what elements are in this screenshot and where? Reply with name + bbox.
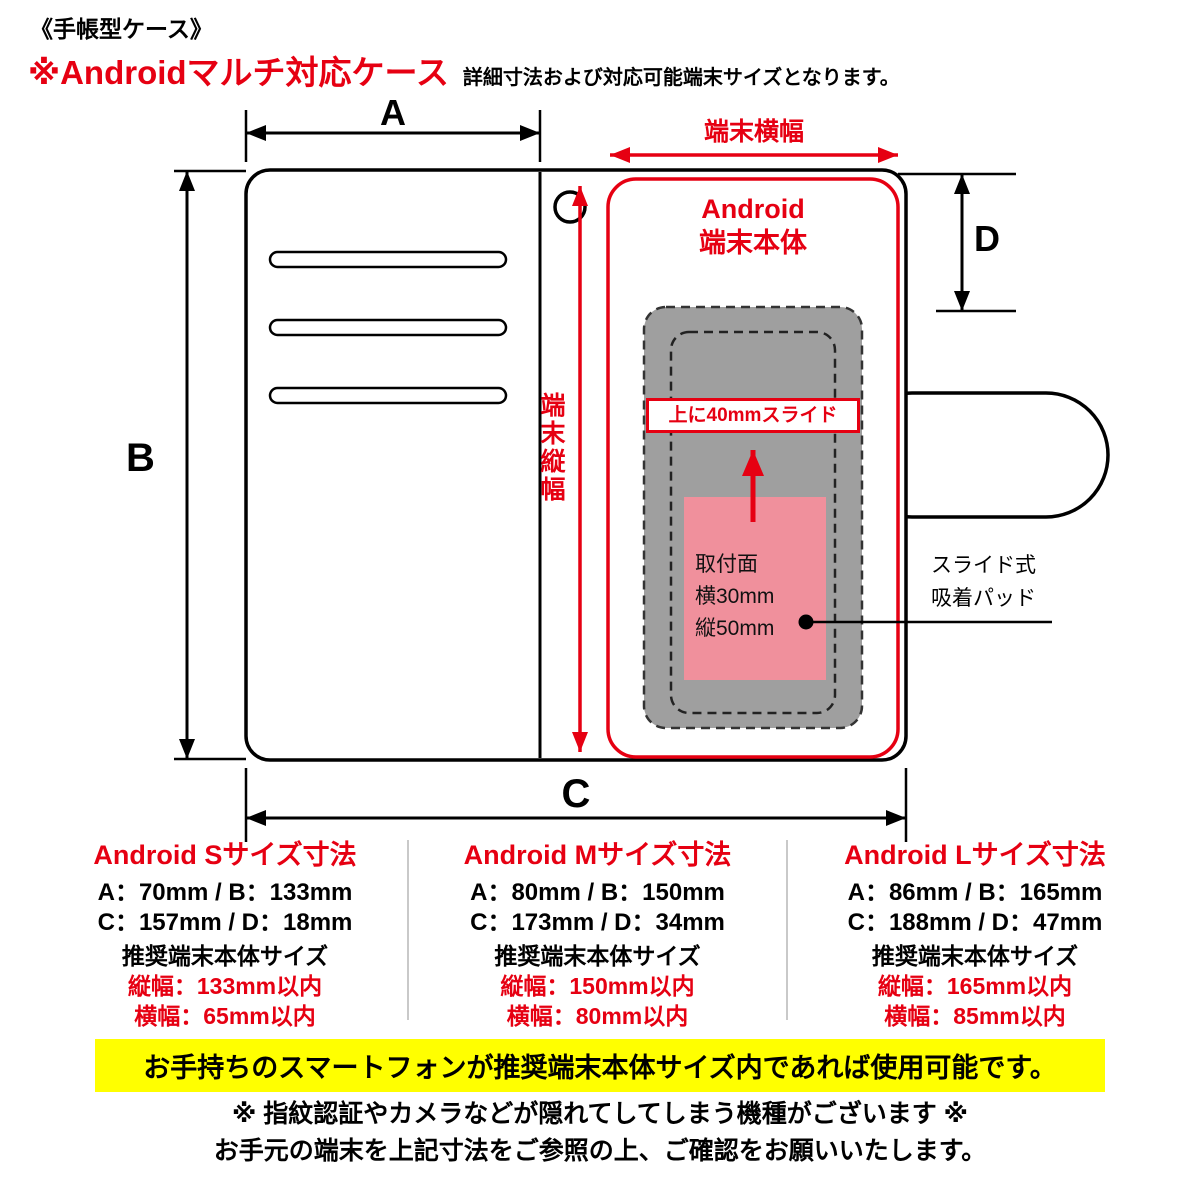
dim-a-label: A xyxy=(380,92,406,133)
size-dims-ab: A：70mm / B：133mm xyxy=(97,879,353,906)
title-row: ※Androidマルチ対応ケース 詳細寸法および対応可能端末サイズとなります。 xyxy=(28,46,900,94)
device-outline xyxy=(606,177,900,759)
case-type-heading: 《手帳型ケース》 xyxy=(30,16,213,42)
height-limit: 縦幅：133mm以内 xyxy=(127,973,323,999)
card-slot xyxy=(268,250,508,269)
device-body-line1: Android xyxy=(701,194,805,224)
slide-pad-label: スライド式 吸着パッド xyxy=(931,549,1036,615)
width-limit: 横幅：65mm以内 xyxy=(134,1003,316,1029)
usable-banner: お手持ちのスマートフォンが推奨端末本体サイズ内であれば使用可能です。 xyxy=(95,1039,1105,1092)
slide-note-box: 上に40mmスライド xyxy=(646,398,860,433)
pad-surface-line1: 取付面 xyxy=(695,553,758,576)
col-divider xyxy=(786,840,788,1020)
page-title: ※Androidマルチ対応ケース xyxy=(28,54,449,91)
device-width-label: 端末横幅 xyxy=(703,118,804,146)
device-body-line2: 端末本体 xyxy=(699,228,807,258)
size-dims-cd: C：157mm / D：18mm xyxy=(97,909,353,936)
recommend-title: 推奨端末本体サイズ xyxy=(494,943,701,969)
pad-surface-line3: 縦50mm xyxy=(695,617,775,640)
size-dims-ab: A：86mm / B：165mm xyxy=(847,879,1103,906)
suction-pad xyxy=(684,497,826,680)
device-body-label: Android 端末本体 xyxy=(608,192,898,260)
dim-c-label: C xyxy=(561,772,591,816)
size-title: Android Lサイズ寸法 xyxy=(844,840,1106,870)
device-height-label: 端末縦幅 xyxy=(537,392,565,504)
height-limit: 縦幅：150mm以内 xyxy=(500,973,695,999)
size-dims-ab: A：80mm / B：150mm xyxy=(470,879,725,906)
dim-d-label: D xyxy=(974,218,1000,259)
height-limit: 縦幅：165mm以内 xyxy=(877,973,1073,999)
col-divider xyxy=(407,840,409,1020)
card-slot xyxy=(268,318,508,337)
page-subtitle: 詳細寸法および対応可能端末サイズとなります。 xyxy=(462,67,900,89)
size-spec-m: Android Mサイズ寸法 A：80mm / B：150mm C：173mm … xyxy=(415,833,780,1031)
size-dims-cd: C：188mm / D：47mm xyxy=(847,909,1103,936)
dim-b-label: B xyxy=(126,436,155,480)
pad-surface-text: 取付面 横30mm 縦50mm xyxy=(695,549,774,645)
pad-upper-position xyxy=(669,330,837,715)
pad-surface-line2: 横30mm xyxy=(695,585,775,608)
size-spec-s: Android Sサイズ寸法 A：70mm / B：133mm C：157mm … xyxy=(40,833,410,1031)
width-limit: 横幅：85mm以内 xyxy=(884,1003,1066,1029)
size-dims-cd: C：173mm / D：34mm xyxy=(470,909,725,936)
slide-pad-line2: 吸着パッド xyxy=(931,587,1036,610)
slide-pad-line1: スライド式 xyxy=(931,554,1036,577)
size-spec-l: Android Lサイズ寸法 A：86mm / B：165mm C：188mm … xyxy=(790,833,1160,1031)
width-limit: 横幅：80mm以内 xyxy=(506,1003,689,1029)
recommend-title: 推奨端末本体サイズ xyxy=(121,943,329,969)
card-slot xyxy=(268,386,508,405)
footer-note-2: お手元の端末を上記寸法をご参照の上、ご確認をお願いいたします。 xyxy=(213,1137,987,1165)
size-title: Android Sサイズ寸法 xyxy=(93,840,357,870)
recommend-title: 推奨端末本体サイズ xyxy=(871,943,1079,969)
footer-note-1: ※ 指紋認証やカメラなどが隠れてしてしまう機種がございます ※ xyxy=(231,1100,968,1128)
size-title: Android Mサイズ寸法 xyxy=(463,840,732,870)
